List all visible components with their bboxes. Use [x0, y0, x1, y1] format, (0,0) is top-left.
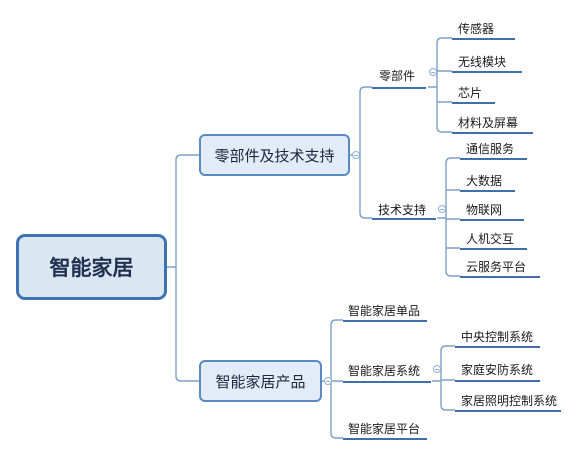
leaf-iot[interactable]: 物联网	[466, 203, 503, 217]
subtopic-single-products[interactable]: 智能家居单品	[348, 304, 421, 318]
collapse-toggle-icon[interactable]	[433, 365, 441, 373]
branch-smart-home-products[interactable]: 智能家居产品	[199, 360, 322, 402]
subtopic-smart-home-system[interactable]: 智能家居系统	[348, 364, 421, 378]
leaf-home-security[interactable]: 家庭安防系统	[461, 363, 534, 377]
collapse-toggle-icon[interactable]	[438, 205, 446, 213]
leaf-materials-screen[interactable]: 材料及屏幕	[458, 116, 519, 130]
leaf-chip[interactable]: 芯片	[458, 86, 483, 100]
collapse-toggle-icon[interactable]	[352, 151, 360, 159]
leaf-hci[interactable]: 人机交互	[466, 232, 515, 246]
leaf-central-control[interactable]: 中央控制系统	[461, 330, 534, 344]
leaf-communication-service[interactable]: 通信服务	[466, 142, 515, 156]
subtopic-tech-support[interactable]: 技术支持	[378, 203, 427, 217]
collapse-toggle-icon[interactable]	[324, 377, 332, 385]
subtopic-components[interactable]: 零部件	[379, 69, 416, 83]
branch-parts-and-tech-support[interactable]: 零部件及技术支持	[199, 134, 350, 176]
subtopic-smart-home-platform[interactable]: 智能家居平台	[348, 422, 421, 436]
leaf-cloud-platform[interactable]: 云服务平台	[466, 260, 527, 274]
leaf-wireless-module[interactable]: 无线模块	[458, 55, 507, 69]
leaf-sensor[interactable]: 传感器	[458, 22, 495, 36]
collapse-toggle-icon[interactable]	[429, 68, 437, 76]
leaf-big-data[interactable]: 大数据	[466, 174, 503, 188]
root-topic[interactable]: 智能家居	[16, 234, 167, 300]
leaf-lighting-control[interactable]: 家居照明控制系统	[461, 394, 558, 408]
